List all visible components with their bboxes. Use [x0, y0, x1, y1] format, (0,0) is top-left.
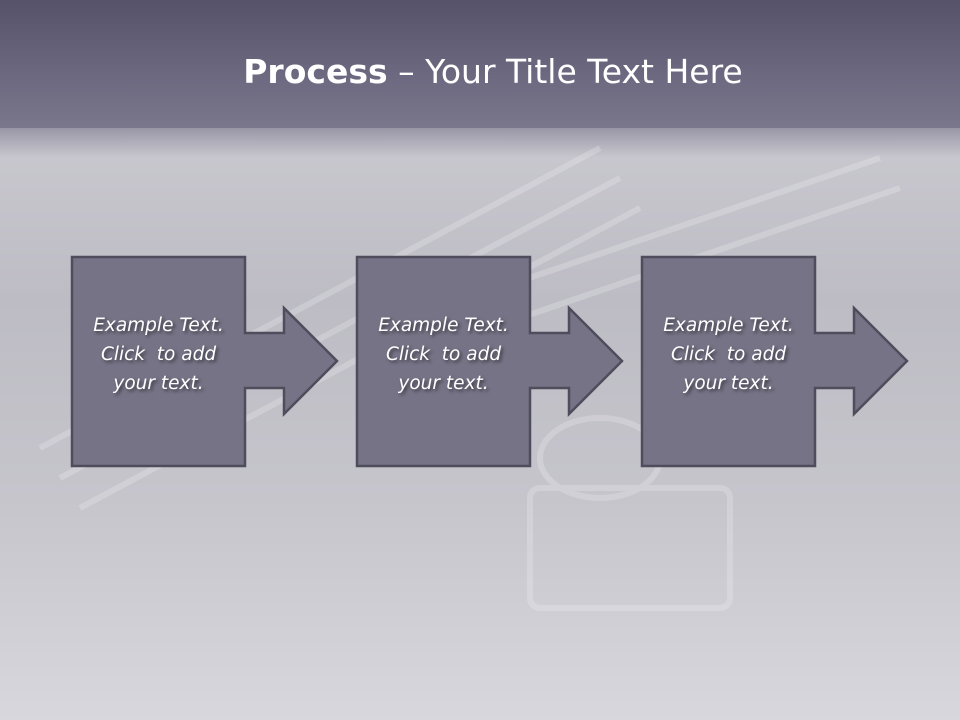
process-step-text-3[interactable]: Example Text. Click to add your text. — [642, 311, 815, 398]
process-step-text-2[interactable]: Example Text. Click to add your text. — [357, 311, 530, 398]
title-bar — [0, 0, 960, 128]
slide-title: Process – Your Title Text Here — [0, 52, 960, 91]
step-text-line: your text. — [398, 373, 489, 394]
process-step-text-1[interactable]: Example Text. Click to add your text. — [72, 311, 245, 398]
process-step-arrow-3[interactable] — [640, 255, 909, 468]
step-text-line: Example Text. — [93, 315, 224, 336]
step-text-line: Click to add — [385, 344, 502, 365]
step-text-line: your text. — [113, 373, 204, 394]
step-text-line: Click to add — [100, 344, 217, 365]
title-bold: Process — [243, 52, 388, 91]
process-step-arrow-1[interactable] — [70, 255, 339, 468]
title-bar-fade — [0, 128, 960, 158]
step-text-line: your text. — [683, 373, 774, 394]
title-rest: – Your Title Text Here — [387, 52, 743, 91]
step-text-line: Click to add — [670, 344, 787, 365]
process-step-arrow-2[interactable] — [355, 255, 624, 468]
step-text-line: Example Text. — [663, 315, 794, 336]
step-text-line: Example Text. — [378, 315, 509, 336]
